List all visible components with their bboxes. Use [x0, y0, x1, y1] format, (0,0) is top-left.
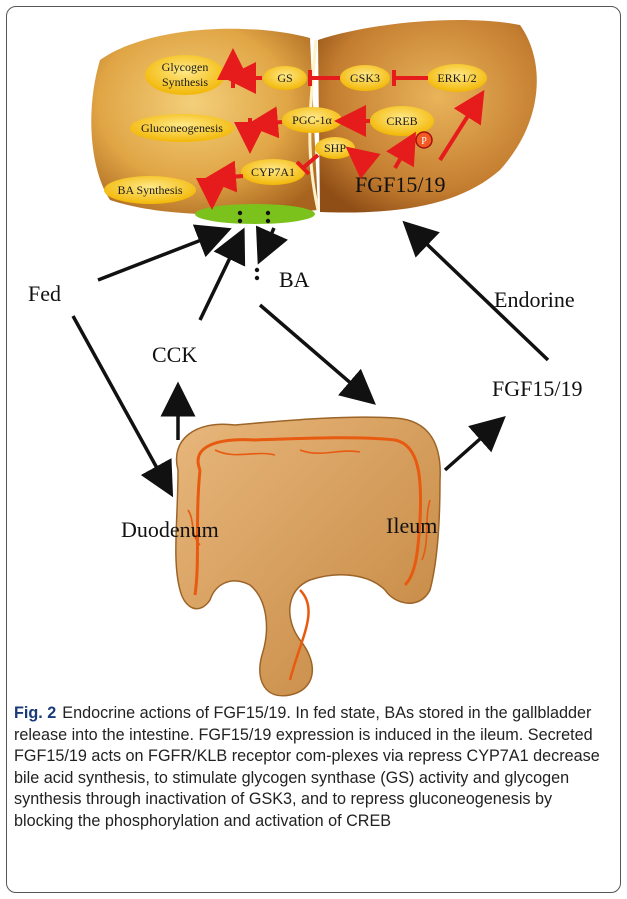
- gluconeogenesis-node: Gluconeogenesis: [130, 114, 234, 142]
- pgc1a-node: PGC-1α: [282, 107, 342, 133]
- glycogen-synthesis-node: Glycogen Synthesis: [145, 55, 225, 95]
- shp-label: SHP: [324, 141, 346, 155]
- fed-label: Fed: [28, 281, 61, 306]
- glycogen-label-1: Glycogen: [162, 60, 209, 74]
- ba-synthesis-label: BA Synthesis: [117, 183, 182, 197]
- shp-node: SHP: [315, 137, 355, 159]
- cyp7a1-label: CYP7A1: [251, 165, 295, 179]
- gs-node: GS: [263, 66, 307, 90]
- ba-label: BA: [279, 267, 310, 292]
- phospho-node: P: [416, 132, 432, 148]
- gsk3-label: GSK3: [350, 71, 380, 85]
- endorine-label: Endorine: [494, 287, 575, 312]
- gsk3-node: GSK3: [340, 65, 390, 91]
- fgf-endocrine-diagram: Glycogen Synthesis GS GSK3 ERK1/2 Glucon…: [0, 0, 627, 700]
- gs-label: GS: [277, 71, 292, 85]
- fgf-liver-label: FGF15/19: [355, 172, 445, 197]
- gallbladder: [195, 204, 315, 224]
- glycogen-label-2: Synthesis: [162, 75, 208, 89]
- erk-node: ERK1/2: [427, 64, 487, 92]
- erk-label: ERK1/2: [437, 71, 476, 85]
- gluconeogenesis-label: Gluconeogenesis: [141, 121, 223, 135]
- caption-text: Endocrine actions of FGF15/19. In fed st…: [14, 704, 600, 830]
- intestine: [176, 417, 440, 696]
- creb-label: CREB: [386, 114, 417, 128]
- cck-label: CCK: [152, 342, 197, 367]
- cyp7a1-node: CYP7A1: [241, 159, 305, 185]
- ileum-label: Ileum: [386, 513, 437, 538]
- pgc1a-label: PGC-1α: [292, 113, 332, 127]
- phospho-label: P: [421, 136, 427, 147]
- ba-synthesis-node: BA Synthesis: [104, 176, 196, 204]
- fgf-ileum-label: FGF15/19: [492, 376, 582, 401]
- duodenum-label: Duodenum: [121, 517, 219, 542]
- caption-figure-label: Fig. 2: [14, 704, 56, 722]
